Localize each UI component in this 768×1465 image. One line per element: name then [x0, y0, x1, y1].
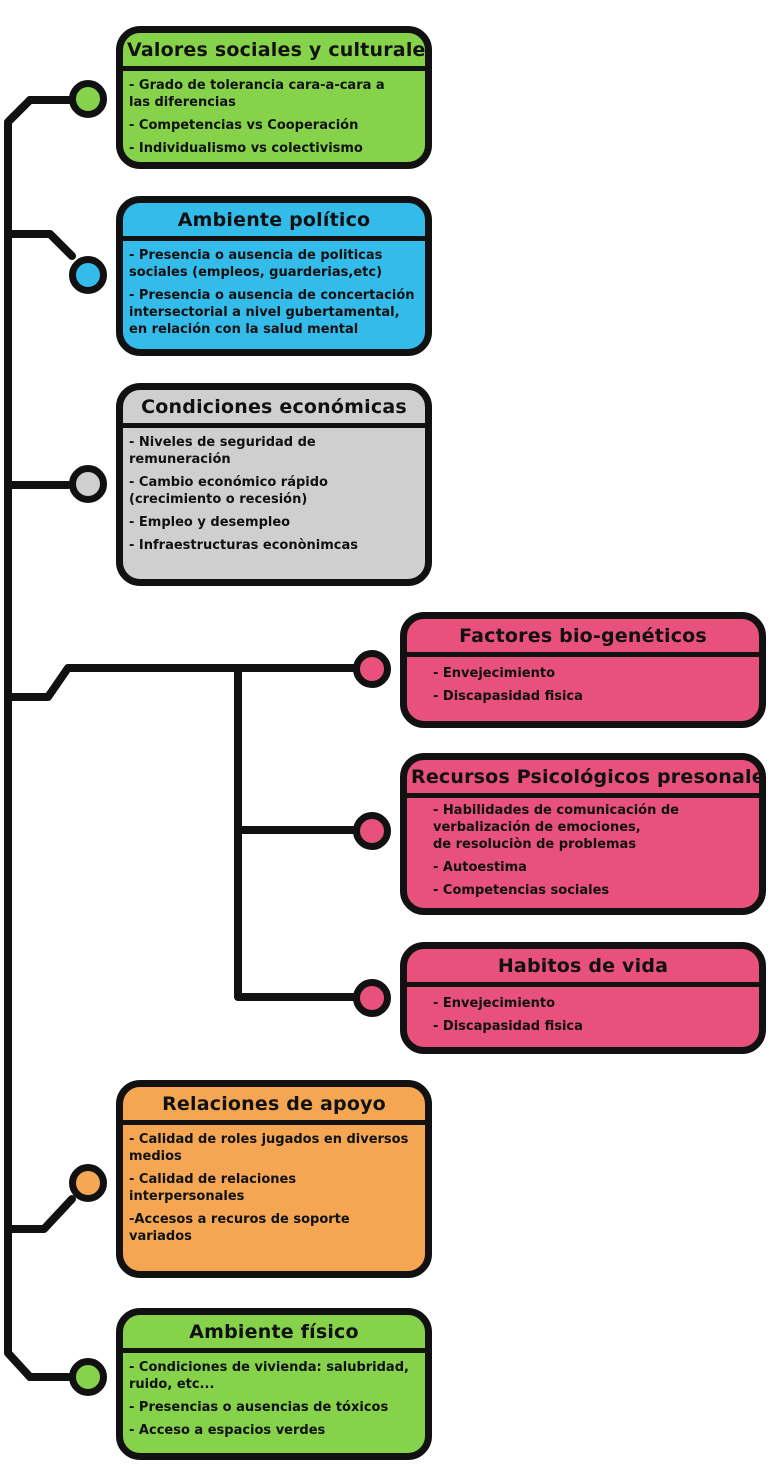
item-list: - Envejecimiento - Discapasidad fisica: [407, 987, 759, 1035]
list-item: - Competencias vs Cooperación: [129, 118, 359, 133]
box-relaciones-apoyo: Relaciones de apoyo - Calidad de roles j…: [116, 1080, 432, 1278]
node-circle-psicologicos: [353, 812, 391, 850]
node-circle-economicas: [69, 465, 107, 503]
list-item: - Grado de tolerancia cara-a-cara a las …: [129, 78, 385, 110]
box-condiciones-economicas: Condiciones económicas - Niveles de segu…: [116, 383, 432, 586]
node-circle-fisico: [69, 1358, 107, 1396]
list-item: - Envejecimiento: [433, 666, 556, 681]
list-item: - Acceso a espacios verdes: [129, 1423, 326, 1438]
box-title: Recursos Psicológicos presonales: [407, 760, 759, 798]
item-list: - Envejecimiento - Discapasidad fisica: [407, 657, 759, 705]
box-ambiente-politico: Ambiente político - Presencia o ausencia…: [116, 196, 432, 356]
branch-line-individual: [4, 664, 359, 701]
node-circle-politico: [69, 256, 107, 294]
item-list: - Grado de tolerancia cara-a-cara a las …: [123, 71, 425, 157]
list-item: - Calidad de relaciones interpersonales: [129, 1172, 297, 1204]
list-item: - Competencias sociales: [433, 883, 610, 898]
list-item: - Condiciones de vivienda: salubridad, r…: [129, 1360, 409, 1392]
box-title: Habitos de vida: [407, 949, 759, 987]
item-list: - Habilidades de comunicación de verbali…: [407, 798, 759, 899]
box-valores-sociales: Valores sociales y culturales - Grado de…: [116, 26, 432, 169]
box-habitos-vida: Habitos de vida - Envejecimiento - Disca…: [400, 942, 766, 1054]
list-item: - Calidad de roles jugados en diversos m…: [129, 1132, 409, 1164]
box-title: Ambiente político: [123, 203, 425, 241]
box-title: Condiciones económicas: [123, 390, 425, 428]
list-item: - Habilidades de comunicación de verbali…: [433, 803, 679, 852]
item-list: - Niveles de seguridad de remuneración -…: [123, 428, 425, 554]
item-list: - Condiciones de vivienda: salubridad, r…: [123, 1353, 425, 1439]
box-ambiente-fisico: Ambiente físico - Condiciones de viviend…: [116, 1308, 432, 1460]
list-item: - Cambio económico rápido (crecimiento o…: [129, 475, 328, 507]
box-title: Valores sociales y culturales: [123, 33, 425, 71]
branch-line-apoyo: [4, 1195, 76, 1233]
box-title: Ambiente físico: [123, 1315, 425, 1353]
box-recursos-psicologicos: Recursos Psicológicos presonales - Habil…: [400, 753, 766, 915]
box-title: Factores bio-genéticos: [407, 619, 759, 657]
node-circle-habitos: [353, 979, 391, 1017]
box-title: Relaciones de apoyo: [123, 1087, 425, 1125]
list-item: -Accesos a recuros de soporte variados: [129, 1212, 350, 1244]
node-circle-apoyo: [69, 1164, 107, 1202]
list-item: - Discapasidad fisica: [433, 689, 583, 704]
list-item: - Niveles de seguridad de remuneración: [129, 435, 316, 467]
list-item: - Presencia o ausencia de concertación i…: [129, 288, 415, 337]
list-item: - Presencia o ausencia de politicas soci…: [129, 248, 383, 280]
list-item: - Individualismo vs colectivismo: [129, 141, 363, 156]
item-list: - Presencia o ausencia de politicas soci…: [123, 241, 425, 338]
list-item: - Discapasidad fisica: [433, 1019, 583, 1034]
list-item: - Empleo y desempleo: [129, 515, 291, 530]
item-list: - Calidad de roles jugados en diversos m…: [123, 1125, 425, 1245]
node-circle-biogeneticos: [353, 650, 391, 688]
list-item: - Autoestima: [433, 860, 527, 875]
list-item: - Infraestructuras econònimcas: [129, 538, 359, 553]
list-item: - Envejecimiento: [433, 996, 556, 1011]
branch-line-individual-vertical: [234, 664, 359, 1001]
list-item: - Presencias o ausencias de tóxicos: [129, 1400, 389, 1415]
branch-line-politico: [4, 230, 76, 260]
box-factores-biogeneticos: Factores bio-genéticos - Envejecimiento …: [400, 612, 766, 728]
node-circle-valores: [69, 80, 107, 118]
main-trunk-line: [4, 96, 34, 1381]
